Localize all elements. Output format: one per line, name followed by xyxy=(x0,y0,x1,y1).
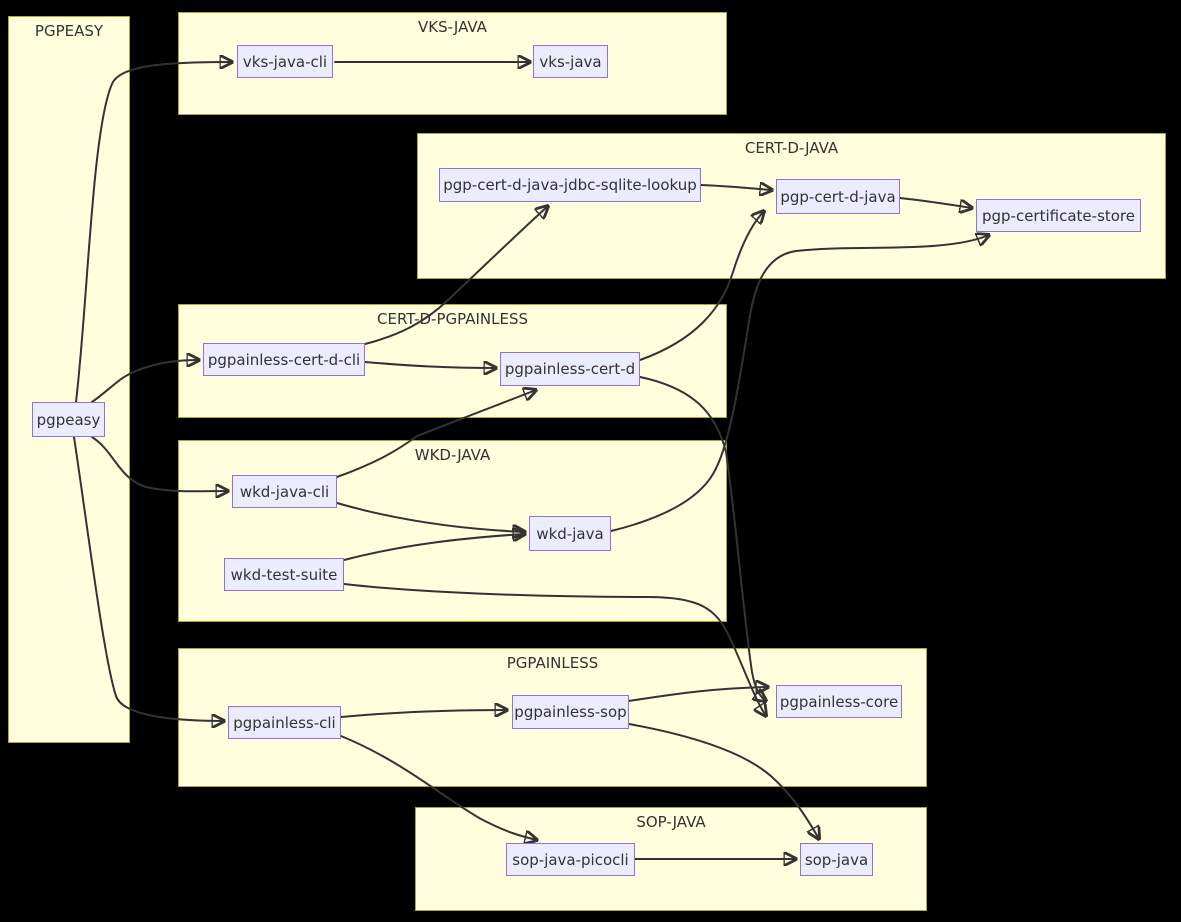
node-pgpainless-sop: pgpainless-sop xyxy=(512,695,629,729)
node-sop-java-picocli: sop-java-picocli xyxy=(506,843,635,876)
node-wkd-java-cli: wkd-java-cli xyxy=(232,475,337,508)
edge-pgpainless-cert-d-cli-jdbc-sqlite-lookup xyxy=(364,206,548,345)
node-pgpainless-cli: pgpainless-cli xyxy=(228,706,341,739)
node-sop-java: sop-java xyxy=(800,843,873,876)
edge-wkd-java-cli-wkd-java xyxy=(336,502,525,532)
group-title-sop-java: SOP-JAVA xyxy=(636,813,706,831)
edge-pgpainless-sop-pgpainless-core xyxy=(628,687,768,702)
edge-pgpeasy-wkd-java-cli xyxy=(91,436,228,491)
group-title-cert-d-pgpainless: CERT-D-PGPAINLESS xyxy=(377,310,528,328)
edge-pgpainless-cert-d-cli-pgpainless-cert-d xyxy=(364,362,496,368)
edge-pgpainless-cert-d-pgpainless-core xyxy=(639,376,766,701)
edge-wkd-test-suite-wkd-java xyxy=(343,534,525,561)
node-pgp-certificate-store: pgp-certificate-store xyxy=(976,199,1141,232)
edge-pgpainless-cli-sop-java-picocli xyxy=(340,735,537,840)
node-vks-java: vks-java xyxy=(533,45,608,78)
group-title-wkd-java: WKD-JAVA xyxy=(414,446,491,464)
edge-pgpainless-cli-pgpainless-sop xyxy=(340,710,507,718)
node-pgp-cert-d-java: pgp-cert-d-java xyxy=(776,179,900,214)
group-title-cert-d-java: CERT-D-JAVA xyxy=(744,139,839,157)
edge-pgp-cert-d-java-pgp-certificate-store xyxy=(899,197,972,208)
group-pgpeasy: PGPEASY xyxy=(8,16,130,743)
group-title-pgpainless: PGPAINLESS xyxy=(506,654,599,672)
node-wkd-test-suite: wkd-test-suite xyxy=(224,558,344,591)
edge-pgpeasy-pgpainless-cli xyxy=(73,436,224,721)
group-title-pgpeasy: PGPEASY xyxy=(34,22,104,40)
edge-pgpainless-sop-sop-java xyxy=(628,723,819,839)
node-pgpainless-cert-d-cli: pgpainless-cert-d-cli xyxy=(203,343,365,376)
edge-wkd-java-pgp-certificate-store xyxy=(610,235,989,532)
node-wkd-java: wkd-java xyxy=(529,516,611,551)
node-pgpainless-cert-d: pgpainless-cert-d xyxy=(500,352,640,386)
group-title-vks-java: VKS-JAVA xyxy=(418,18,487,36)
edge-pgpainless-cert-d-pgp-cert-d-java xyxy=(639,211,764,361)
edge-wkd-java-cli-pgpainless-cert-d xyxy=(336,390,536,478)
edge-pgpeasy-vks-java-cli xyxy=(75,62,232,403)
node-pgpeasy: pgpeasy xyxy=(32,402,105,437)
edge-pgpeasy-pgpainless-cert-d-cli xyxy=(91,360,199,403)
node-vks-java-cli: vks-java-cli xyxy=(237,45,333,78)
edge-jdbc-sqlite-lookup-pgp-cert-d-java xyxy=(700,185,772,190)
node-pgp-cert-d-java-jdbc-sqlite-lookup: pgp-cert-d-java-jdbc-sqlite-lookup xyxy=(439,168,701,202)
node-pgpainless-core: pgpainless-core xyxy=(776,685,902,718)
edge-wkd-test-suite-pgpainless-core xyxy=(343,583,766,716)
